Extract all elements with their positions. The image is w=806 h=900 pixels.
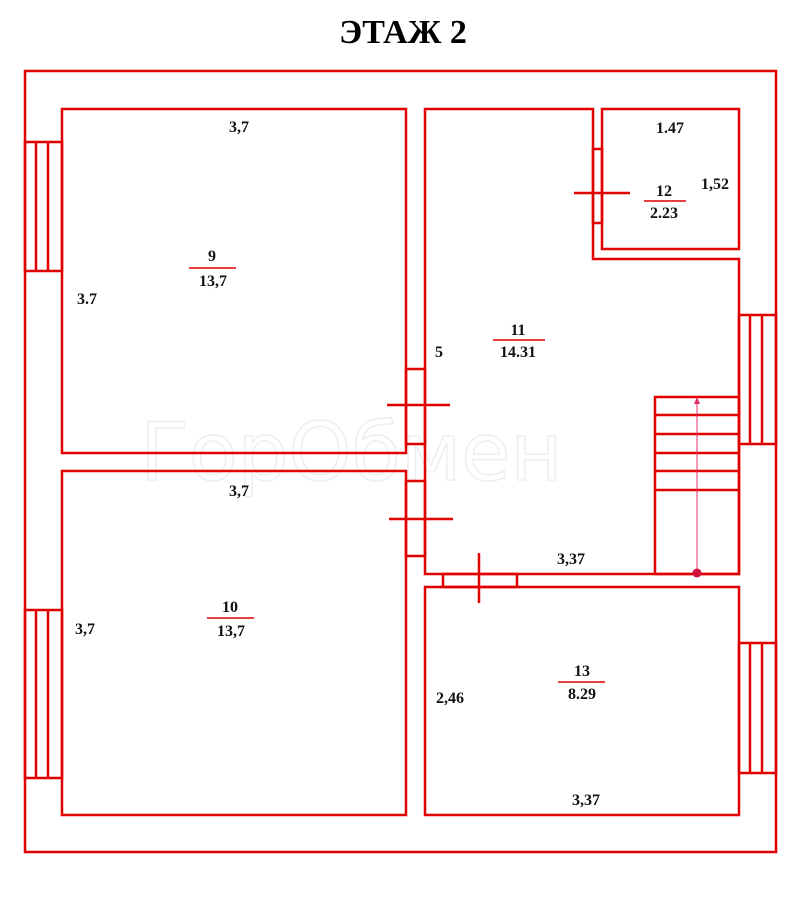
room-11-height: 5	[435, 344, 443, 361]
room-10-area: 13,7	[217, 623, 245, 640]
room-13-height: 2,46	[436, 690, 464, 707]
room-12-width: 1.47	[656, 120, 684, 137]
room-12-height: 1,52	[701, 176, 729, 193]
door-11-12	[574, 147, 630, 225]
room-10-width: 3,7	[229, 483, 249, 500]
room-11-walls	[423, 107, 741, 576]
room-10-walls	[60, 469, 408, 817]
room-10-height: 3,7	[75, 621, 95, 638]
outer-wall	[23, 69, 778, 854]
window-left-top	[23, 140, 64, 273]
stair-start-dot	[692, 568, 702, 578]
room-10-number: 10	[222, 599, 238, 616]
room-9-walls	[60, 107, 408, 455]
room-9-number: 9	[208, 248, 216, 265]
room-11-area: 14.31	[500, 344, 536, 361]
room-13-number: 13	[574, 663, 590, 680]
room-13-width: 3,37	[572, 792, 600, 809]
room-13-area: 8.29	[568, 686, 596, 703]
room-9-height: 3.7	[77, 291, 97, 308]
room-12-number: 12	[656, 183, 672, 200]
floor-title: ЭТАЖ 2	[339, 14, 467, 51]
stair-arrow-head	[694, 397, 700, 404]
door-9-11	[387, 367, 450, 446]
room-11-number: 11	[510, 322, 525, 339]
room-12-area: 2.23	[650, 205, 678, 222]
room-11-width: 3,37	[557, 551, 585, 568]
staircase	[653, 395, 741, 578]
room-9-width: 3,7	[229, 119, 249, 136]
door-11-13	[441, 553, 519, 603]
window-right-top	[737, 313, 778, 446]
room-9-area: 13,7	[199, 273, 227, 290]
door-10-11	[389, 479, 453, 558]
window-left-bottom	[23, 608, 64, 780]
window-right-bottom	[737, 641, 778, 775]
